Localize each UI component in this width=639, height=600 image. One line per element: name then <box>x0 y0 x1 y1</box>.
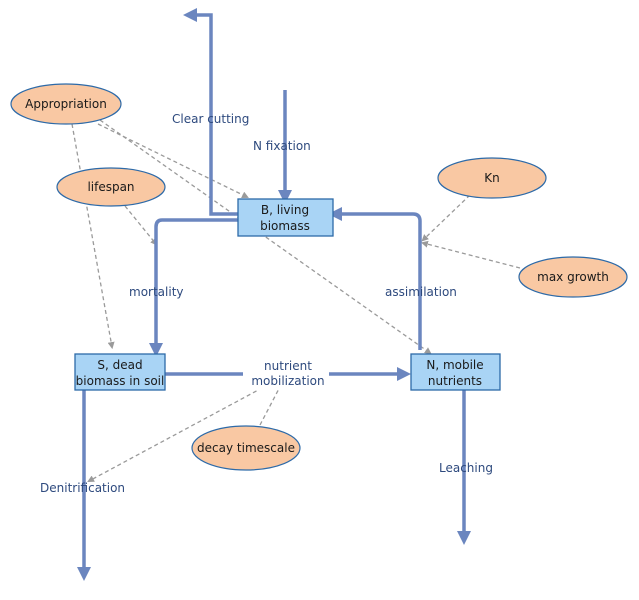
variable-lifespan[interactable]: lifespan <box>56 167 166 207</box>
flow-label-nutrient: nutrient <box>264 359 312 373</box>
flow-label-denitrification: Denitrification <box>40 481 125 495</box>
variable-appropriation[interactable]: Appropriation <box>10 83 122 125</box>
stock-label-line2: biomass <box>260 219 310 233</box>
info-connectors <box>71 119 521 482</box>
stock-mobile-nutrients[interactable]: N, mobile nutrients <box>410 353 501 391</box>
variable-oval <box>10 83 122 125</box>
stock-dead-biomass[interactable]: S, dead biomass in soil <box>74 353 166 391</box>
stock-label-line2: biomass in soil <box>76 374 165 388</box>
flow-label-clear-cutting: Clear cutting <box>172 112 249 126</box>
info-appropriation-to-dead-biomass <box>71 123 115 350</box>
info-kn-to-assimilation <box>421 194 471 242</box>
flow-label-assimilation: assimilation <box>385 285 457 299</box>
info-max-growth-to-assimilation <box>420 240 521 269</box>
stock-label-line1: N, mobile <box>426 358 483 372</box>
mobilization-label-backdrop <box>243 357 329 390</box>
flow-label-mobilization: mobilization <box>251 374 324 388</box>
info-lifespan-to-mortality <box>124 205 158 246</box>
variable-kn[interactable]: Kn <box>437 157 547 199</box>
flow-assimilation-pipe <box>328 207 422 350</box>
stock-living-biomass[interactable]: B, living biomass <box>237 198 334 237</box>
flow-labels: Clear cutting N fixation mortality assim… <box>40 112 493 495</box>
info-decay-timescale-to-mobilization <box>259 379 284 426</box>
flow-label-leaching: Leaching <box>439 461 493 475</box>
variable-oval <box>56 167 166 207</box>
stock-box <box>74 353 166 391</box>
variable-label: Kn <box>484 171 499 185</box>
variable-label: decay timescale <box>197 441 295 455</box>
stock-box <box>410 353 501 391</box>
info-mobilization-to-denitrification <box>87 380 276 482</box>
stock-label-line1: S, dead <box>97 358 142 372</box>
variable-label: max growth <box>537 270 609 284</box>
stock-label-line1: B, living <box>261 203 309 217</box>
flow-label-n-fixation: N fixation <box>253 139 311 153</box>
stock-box <box>237 198 334 237</box>
variable-oval <box>191 425 301 471</box>
flow-mortality-pipe <box>149 218 238 357</box>
variable-max-growth[interactable]: max growth <box>518 256 628 298</box>
variable-oval <box>518 256 628 298</box>
flow-clear-cutting-pipe <box>183 7 238 216</box>
info-appropriation-to-mobile-nutrients <box>99 119 432 355</box>
variable-oval <box>437 157 547 199</box>
flow-label-mortality: mortality <box>129 285 184 299</box>
variable-label: lifespan <box>87 180 134 194</box>
variable-decay-timescale[interactable]: decay timescale <box>191 425 301 471</box>
stock-label-line2: nutrients <box>428 374 482 388</box>
variable-label: Appropriation <box>25 97 107 111</box>
